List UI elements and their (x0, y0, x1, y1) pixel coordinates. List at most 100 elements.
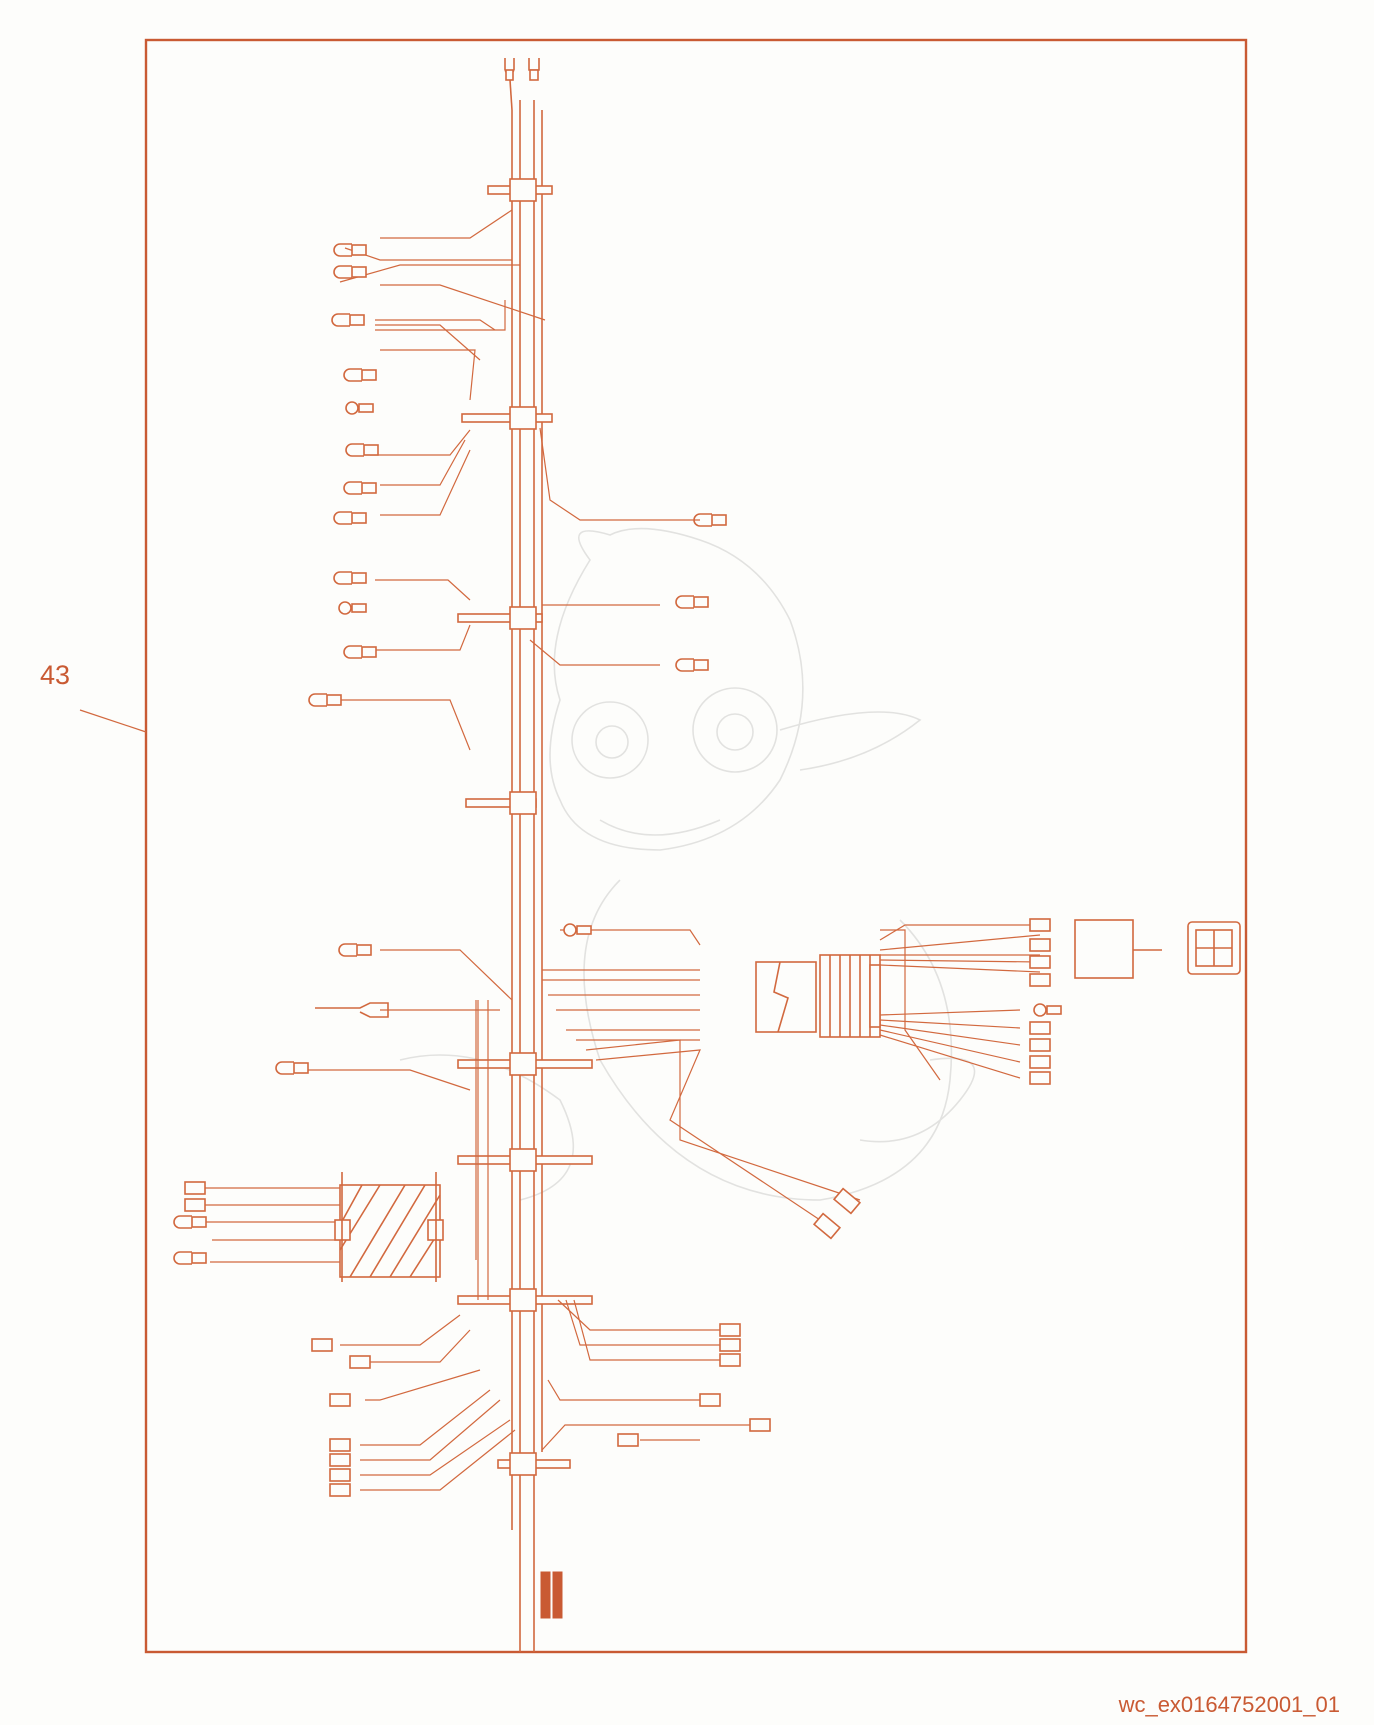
drawing-id: wc_ex0164752001_01 (1118, 1692, 1340, 1717)
hook-terminal-icon (343, 481, 362, 495)
coil-bundle (334, 1172, 444, 1282)
harness-trunk (511, 100, 543, 1652)
blade-terminal (329, 1453, 351, 1467)
blade-terminal (1029, 1038, 1051, 1052)
terminal-crimp (363, 444, 379, 456)
hook-terminal-icon (675, 658, 694, 672)
blade-terminal (329, 1483, 351, 1497)
wire (365, 1369, 481, 1401)
wire (380, 284, 546, 321)
hook-terminal-icon (308, 693, 327, 707)
wire (879, 924, 1040, 941)
wire (375, 624, 471, 651)
wire (370, 429, 471, 456)
terminal-crimp (349, 314, 365, 326)
top-terminals (504, 58, 540, 111)
blade-terminal (1029, 938, 1051, 952)
wire (339, 264, 520, 283)
clamp-body (509, 178, 537, 202)
terminal-crimp (351, 512, 367, 524)
callout-number: 43 (40, 660, 71, 690)
blade-terminal (329, 1468, 351, 1482)
drawing-frame (144, 38, 1248, 1654)
terminal-crimp (351, 572, 367, 584)
wire (340, 1314, 461, 1346)
wire (585, 1039, 861, 1201)
wire (541, 1424, 750, 1451)
blade-terminal (749, 1418, 771, 1432)
clamp-body (509, 606, 537, 630)
hook-terminal-icon (275, 1061, 294, 1075)
wire (300, 1069, 471, 1091)
clamp-group (457, 178, 593, 1476)
wire (380, 439, 466, 486)
clamp-body (509, 1052, 537, 1076)
ring-terminal-icon (1033, 1003, 1047, 1017)
hook-terminal-icon (333, 571, 352, 585)
blade-terminal (329, 1438, 351, 1452)
clamp-band (457, 613, 543, 623)
blade-terminal (349, 1355, 371, 1369)
wire (880, 929, 941, 1081)
end-sleeve-right (552, 1571, 563, 1619)
wire (879, 934, 1041, 973)
wire (879, 1009, 1021, 1079)
hook-terminal-icon (333, 243, 352, 257)
blade-terminal (184, 1198, 206, 1212)
terminal-crimp (191, 1216, 207, 1228)
terminal-crimp (693, 596, 709, 608)
blade-terminal (311, 1338, 333, 1352)
wire (375, 300, 506, 331)
wire (380, 449, 471, 516)
wire (375, 579, 471, 601)
terminal-group (173, 243, 1062, 1497)
clamp-body (509, 1288, 537, 1312)
terminal-crimp (293, 1062, 309, 1074)
hook-terminal-icon (333, 511, 352, 525)
ring-terminal-icon (345, 401, 359, 415)
wire (360, 1419, 511, 1476)
wire (380, 349, 476, 401)
blade-terminal (719, 1338, 741, 1352)
blade-terminal (617, 1433, 639, 1447)
sleeve-terminal (315, 1002, 389, 1018)
blade-terminal (329, 1393, 351, 1407)
blade-terminal (1029, 1021, 1051, 1035)
wire (547, 1379, 700, 1401)
hook-terminal-icon (331, 313, 350, 327)
branch-wires (195, 209, 1041, 1491)
wire (560, 929, 701, 946)
wire (380, 209, 513, 239)
end-sleeve-left (540, 1571, 551, 1619)
terminal-crimp (711, 514, 727, 526)
blade-terminal (1029, 918, 1051, 932)
terminal-crimp (358, 403, 374, 413)
blade-terminal (719, 1323, 741, 1337)
connector-assembly (755, 919, 1241, 1038)
terminal-crimp (361, 482, 377, 494)
blade-terminal (1029, 1055, 1051, 1069)
wire (565, 1299, 730, 1346)
wire (360, 1399, 501, 1461)
blade-terminal (719, 1353, 741, 1367)
tail-connector (832, 1187, 862, 1215)
watermark-dragon (399, 527, 976, 1201)
terminal-crimp (191, 1252, 207, 1264)
terminal-crimp (1046, 1005, 1062, 1015)
callout-leader (79, 709, 147, 733)
wire (375, 324, 481, 361)
wire (360, 1389, 491, 1446)
terminal-crimp (351, 244, 367, 256)
hook-terminal-icon (338, 943, 357, 957)
wire (330, 699, 471, 751)
terminal-crimp (356, 944, 372, 956)
hook-terminal-icon (343, 368, 362, 382)
wire (380, 949, 513, 1001)
hook-terminal-icon (173, 1215, 192, 1229)
terminal-crimp (361, 646, 377, 658)
terminal-crimp (351, 603, 367, 613)
wire (344, 247, 512, 261)
hook-terminal-icon (675, 595, 694, 609)
wire (360, 1429, 516, 1491)
